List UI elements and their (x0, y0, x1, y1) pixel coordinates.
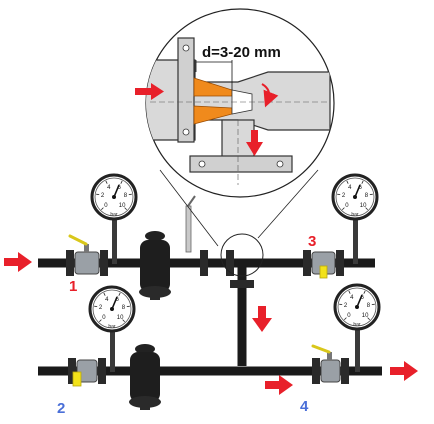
flow-arrow-outlet (390, 361, 418, 381)
gauge-lower-right-stem (355, 324, 360, 372)
filter-upper (139, 231, 171, 300)
valve-4-handle[interactable] (311, 344, 331, 354)
gauge-lower-right-scale-number: 0 (347, 313, 351, 319)
gauge-lower-right-scale-number: 4 (350, 295, 354, 301)
flange-1a (66, 250, 74, 276)
gauge-upper-left-scale-number: 6 (118, 185, 122, 191)
port-label-4: 4 (300, 398, 309, 415)
gauge-lower-left-scale-number: 10 (117, 315, 124, 321)
gauge-lower-right-scale-number: 6 (361, 295, 365, 301)
air-vent-pipe (185, 195, 196, 253)
flange-1b (100, 250, 108, 276)
port-label-3: 3 (308, 233, 316, 250)
inset-dimension-label: d=3-20 mm (202, 44, 281, 61)
gauge-upper-right-scale-number: 6 (359, 185, 363, 191)
gauge-upper-right-stem (353, 214, 358, 264)
gauge-upper-right-scale-number: 0 (345, 203, 349, 209)
filter-lower (129, 344, 161, 410)
gauge-upper-right-scale-number: 4 (348, 185, 352, 191)
gauge-upper-left-scale-number: 10 (119, 203, 126, 209)
gauge-lower-left-scale-number: 8 (122, 305, 126, 311)
flange-mid-upper-b (226, 250, 234, 276)
gauge-upper-left-scale-number: 8 (124, 193, 128, 199)
flange-4a (312, 358, 320, 384)
gauge-unit-upper-left: bar (110, 212, 118, 218)
flow-arrow-return-4 (265, 375, 293, 395)
flange-2b (98, 358, 106, 384)
gauge-unit-upper-right: bar (351, 212, 359, 218)
flow-arrow-connector-down (252, 306, 272, 332)
ball-valve-1 (68, 234, 100, 275)
port-labels: 1 2 3 4 (57, 233, 316, 417)
inset-dimension: d=3-20 mm (195, 44, 281, 90)
flow-arrows (4, 252, 418, 395)
gauge-upper-right-scale-number: 10 (360, 203, 367, 209)
detail-focus-circle (220, 233, 264, 277)
inset-branch-arrow (251, 130, 258, 144)
flange-2a (68, 358, 76, 384)
gauge-unit-lower-right: bar (353, 322, 361, 328)
gauge-lower-left-stem (110, 326, 115, 372)
inset-branch-flange (189, 155, 293, 173)
connector-flange (230, 280, 254, 288)
gauge-upper-left-scale-number: 2 (101, 193, 105, 199)
port-label-2: 2 (57, 400, 65, 417)
port-label-1: 1 (69, 278, 77, 295)
gauge-lower-right-scale-number: 2 (344, 303, 348, 309)
gauge-lower-right-scale-number: 8 (367, 303, 371, 309)
inset-detail: d=3-20 mm (135, 8, 335, 198)
gauge-lower-left-scale-number: 6 (116, 297, 120, 303)
callout-line-right (257, 169, 319, 239)
lower-pipe-system: bar bar (38, 283, 382, 410)
inset-inflow-arrow (135, 88, 153, 95)
gauge-upper-right-scale-number: 2 (342, 193, 346, 199)
inset-flange-left (177, 37, 195, 143)
gauge-upper-left-scale-number: 0 (104, 203, 108, 209)
gauge-unit-lower-left: bar (108, 324, 116, 330)
inset-arrows (135, 83, 279, 156)
flange-3b (336, 250, 344, 276)
ball-valve-2 (72, 359, 98, 387)
upper-pipe-system: bar bar (38, 173, 379, 300)
valve-1-handle[interactable] (68, 234, 88, 246)
detail-callout (159, 169, 319, 277)
filter-upper-body (140, 240, 170, 292)
flow-arrow-inlet-1 (4, 252, 32, 272)
gauge-upper-right-scale-number: 8 (365, 193, 369, 199)
valve-3-handle[interactable] (319, 265, 328, 279)
vertical-connector (230, 266, 254, 366)
gauge-lower-left-scale-number: 0 (102, 315, 106, 321)
ball-valve-3 (311, 251, 336, 279)
filter-lower-body (130, 352, 160, 402)
inset-swirl-arrow (261, 83, 279, 108)
gauge-upper-left-stem (112, 214, 117, 264)
valve-2-handle[interactable] (72, 371, 82, 387)
gauge-lower-left-scale-number: 4 (105, 297, 109, 303)
gauge-upper-left-scale-number: 4 (107, 185, 111, 191)
gauge-lower-right-scale-number: 10 (362, 313, 369, 319)
callout-line-left (159, 169, 219, 247)
flange-mid-upper-a (200, 250, 208, 276)
ball-valve-4 (311, 344, 341, 383)
flange-4b (341, 358, 349, 384)
gauge-lower-left-scale-number: 2 (99, 305, 103, 311)
flange-3a (303, 250, 311, 276)
